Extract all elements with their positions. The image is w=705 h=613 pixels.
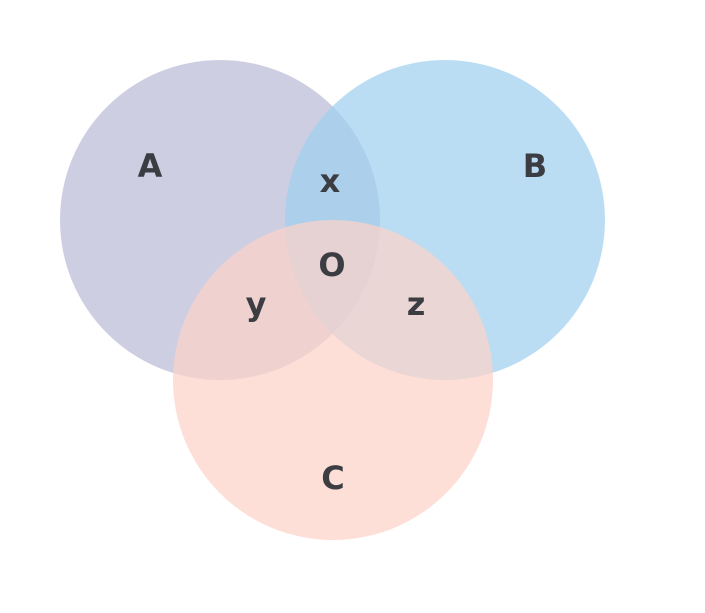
set-c-circle — [173, 220, 493, 540]
set-b-label: B — [523, 147, 547, 185]
set-c-label: C — [321, 459, 344, 497]
set-a-label: A — [138, 147, 163, 185]
region-ac-label: y — [246, 285, 267, 323]
region-abc-label: O — [318, 246, 345, 284]
region-bc-label: z — [407, 285, 426, 323]
region-ab-label: x — [320, 162, 341, 200]
